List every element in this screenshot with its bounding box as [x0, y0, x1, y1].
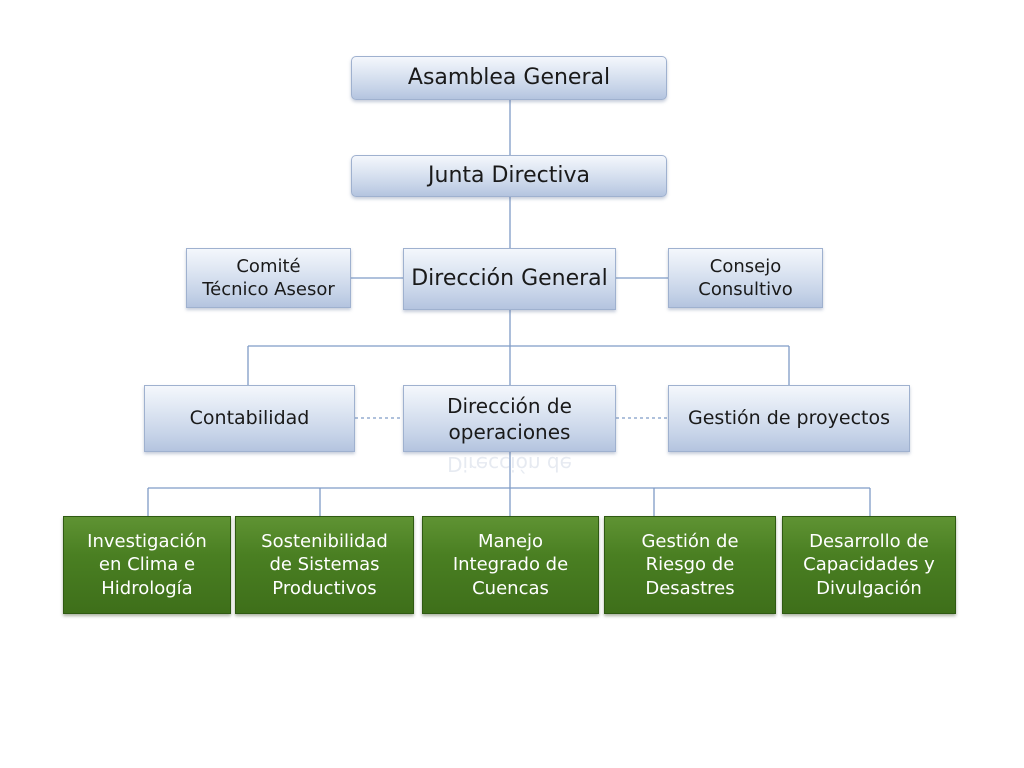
node-program-manejo-cuencas: Manejo Integrado de Cuencas: [422, 516, 599, 614]
node-asamblea-general: Asamblea General: [351, 56, 667, 100]
node-gestion-proyectos: Gestión de proyectos: [668, 385, 910, 452]
node-program-sistemas-productivos: Sostenibilidad de Sistemas Productivos: [235, 516, 414, 614]
node-direccion-general: Dirección General: [403, 248, 616, 310]
node-program-clima-hidrologia: Investigación en Clima e Hidrología: [63, 516, 231, 614]
node-direccion-operaciones: Dirección de operaciones: [403, 385, 616, 452]
node-program-riesgo-desastres: Gestión de Riesgo de Desastres: [604, 516, 776, 614]
node-comite-tecnico-asesor: Comité Técnico Asesor: [186, 248, 351, 308]
node-junta-directiva: Junta Directiva: [351, 155, 667, 197]
node-contabilidad: Contabilidad: [144, 385, 355, 452]
node-consejo-consultivo: Consejo Consultivo: [668, 248, 823, 308]
node-program-capacidades-divulgacion: Desarrollo de Capacidades y Divulgación: [782, 516, 956, 614]
